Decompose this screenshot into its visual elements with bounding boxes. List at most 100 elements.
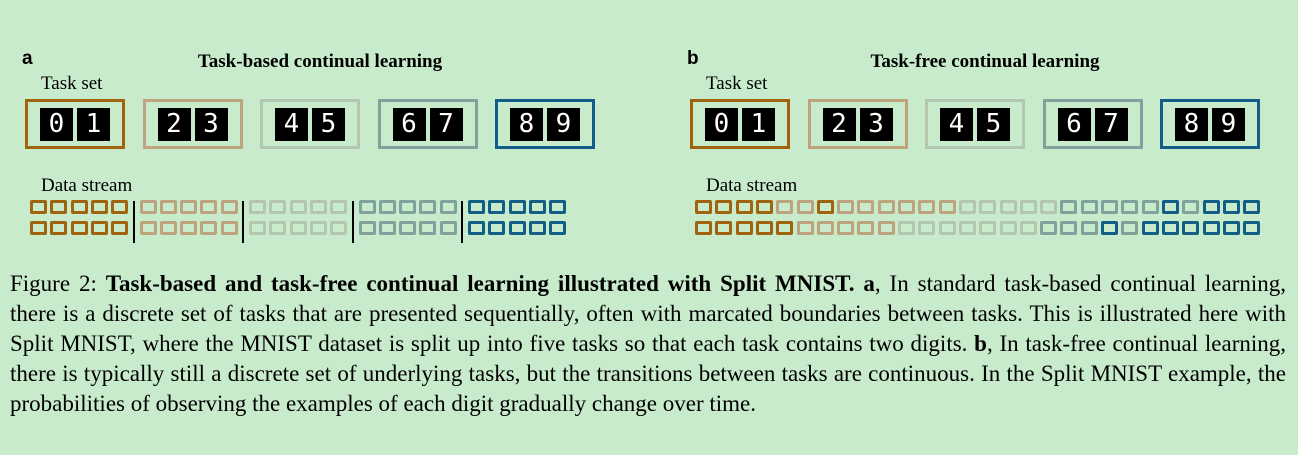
stream-sample bbox=[220, 221, 238, 235]
stream-sample bbox=[330, 221, 348, 235]
stream-sample bbox=[938, 221, 956, 235]
stream-sample bbox=[508, 221, 526, 235]
digit-image: 7 bbox=[429, 107, 463, 141]
task-boundary bbox=[242, 201, 244, 243]
stream-sample bbox=[1101, 200, 1118, 214]
stream-sample bbox=[549, 200, 567, 214]
panel-letter: b bbox=[687, 48, 699, 69]
stream-sample bbox=[378, 200, 396, 214]
stream-sample bbox=[1121, 200, 1139, 214]
stream-sample bbox=[528, 221, 546, 235]
stream-sample bbox=[111, 221, 129, 235]
stream-sample bbox=[898, 221, 915, 235]
stream-sample bbox=[695, 221, 712, 235]
stream-sample bbox=[488, 221, 506, 235]
stream-sample bbox=[735, 221, 753, 235]
stream-sample bbox=[1141, 200, 1159, 214]
stream-sample bbox=[309, 221, 327, 235]
digit-image: 1 bbox=[742, 107, 775, 141]
stream-sample bbox=[159, 200, 177, 214]
caption-a-label: a bbox=[863, 271, 875, 296]
caption-b-text: , In task-free continual learning, there… bbox=[10, 330, 1286, 416]
stream-sample bbox=[1182, 200, 1200, 214]
stream-sample bbox=[200, 221, 218, 235]
stream-sample bbox=[1222, 221, 1240, 235]
stream-sample bbox=[70, 200, 88, 214]
panel-a: a Task-based continual learning Task set… bbox=[0, 0, 640, 250]
stream-sample bbox=[1243, 200, 1261, 214]
digit-image: 7 bbox=[1094, 107, 1128, 141]
stream-sample bbox=[1161, 221, 1179, 235]
stream-sample bbox=[1040, 200, 1058, 214]
stream-sample bbox=[695, 200, 712, 214]
stream-sample bbox=[358, 221, 376, 235]
stream-sample bbox=[139, 200, 157, 214]
stream-sample bbox=[918, 200, 936, 214]
stream-sample bbox=[979, 221, 997, 235]
digit-image: 0 bbox=[705, 107, 738, 141]
stream-sample bbox=[549, 221, 567, 235]
stream-sample bbox=[180, 221, 198, 235]
stream-sample bbox=[159, 221, 177, 235]
digit-image: 5 bbox=[312, 107, 345, 141]
stream-sample bbox=[488, 200, 506, 214]
task-boundary bbox=[132, 201, 135, 243]
stream-sample bbox=[419, 200, 437, 214]
stream-sample bbox=[439, 200, 457, 214]
stream-sample bbox=[918, 221, 936, 235]
stream-sample bbox=[1222, 200, 1240, 214]
digit-image: 3 bbox=[194, 107, 228, 141]
digit-image: 3 bbox=[859, 107, 893, 141]
stream-sample bbox=[999, 200, 1017, 214]
stream-sample bbox=[1080, 200, 1098, 214]
caption-bold: Task-based and task-free continual learn… bbox=[105, 271, 855, 296]
stream-sample bbox=[358, 200, 376, 214]
stream-sample bbox=[399, 221, 417, 235]
stream-sample bbox=[269, 200, 287, 214]
digit-image: 8 bbox=[1175, 107, 1208, 141]
stream-sample bbox=[1060, 221, 1078, 235]
stream-sample bbox=[898, 200, 915, 214]
digit-image: 4 bbox=[275, 107, 308, 141]
stream-sample bbox=[1080, 221, 1098, 235]
data-stream-label: Data stream bbox=[41, 175, 133, 196]
digit-image: 5 bbox=[977, 107, 1010, 141]
stream-sample bbox=[220, 200, 238, 214]
stream-sample bbox=[30, 200, 47, 214]
stream-sample bbox=[776, 221, 794, 235]
stream-sample bbox=[1060, 200, 1078, 214]
stream-sample bbox=[200, 200, 218, 214]
stream-sample bbox=[857, 200, 875, 214]
stream-sample bbox=[249, 221, 266, 235]
stream-sample bbox=[837, 221, 855, 235]
stream-sample bbox=[330, 200, 348, 214]
stream-sample bbox=[715, 200, 733, 214]
stream-sample bbox=[439, 221, 457, 235]
stream-sample bbox=[289, 221, 307, 235]
panel-letter: a bbox=[22, 48, 33, 69]
stream-sample bbox=[468, 221, 485, 235]
stream-sample bbox=[1040, 221, 1058, 235]
task-boundary bbox=[461, 201, 463, 243]
stream-sample bbox=[755, 221, 773, 235]
stream-sample bbox=[1019, 200, 1037, 214]
stream-sample bbox=[528, 200, 546, 214]
caption-a-text: , In standard task-based continual learn… bbox=[10, 271, 1286, 356]
stream-sample bbox=[755, 200, 773, 214]
caption-b-label: b bbox=[974, 330, 987, 356]
digit-image: 9 bbox=[547, 107, 580, 141]
stream-sample bbox=[1121, 221, 1139, 235]
stream-sample bbox=[309, 200, 327, 214]
digit-image: 6 bbox=[392, 107, 426, 141]
digit-image: 8 bbox=[510, 107, 543, 141]
stream-sample bbox=[715, 221, 733, 235]
data-stream-label: Data stream bbox=[706, 175, 798, 196]
stream-sample bbox=[70, 221, 88, 235]
stream-sample bbox=[269, 221, 287, 235]
